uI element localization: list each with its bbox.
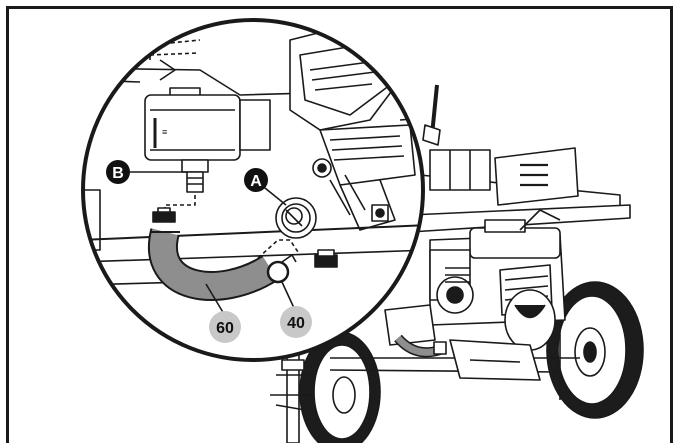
callout-60-leader bbox=[205, 283, 225, 315]
callout-40-badge: 40 bbox=[280, 306, 312, 338]
callout-40-leader bbox=[281, 281, 295, 309]
callout-60-badge: 60 bbox=[209, 311, 241, 343]
engine bbox=[429, 209, 566, 351]
callout-b-label: B bbox=[112, 165, 124, 182]
callout-b-badge: B bbox=[106, 160, 130, 184]
clamp-40 bbox=[266, 254, 297, 284]
fitting-b bbox=[181, 159, 209, 193]
callout-60-label: 60 bbox=[216, 320, 234, 337]
svg-text:≡: ≡ bbox=[162, 127, 167, 137]
left-wheel bbox=[299, 331, 381, 443]
valve-body: ≡ bbox=[144, 87, 271, 161]
jack-stand bbox=[270, 354, 312, 443]
wedge-plate bbox=[494, 147, 579, 206]
callout-a-label: A bbox=[250, 173, 262, 190]
right-wheel bbox=[546, 281, 644, 419]
callout-a-badge: A bbox=[244, 168, 268, 192]
port-a bbox=[275, 197, 317, 239]
callout-40-label: 40 bbox=[287, 315, 305, 332]
hose-60 bbox=[148, 228, 279, 301]
